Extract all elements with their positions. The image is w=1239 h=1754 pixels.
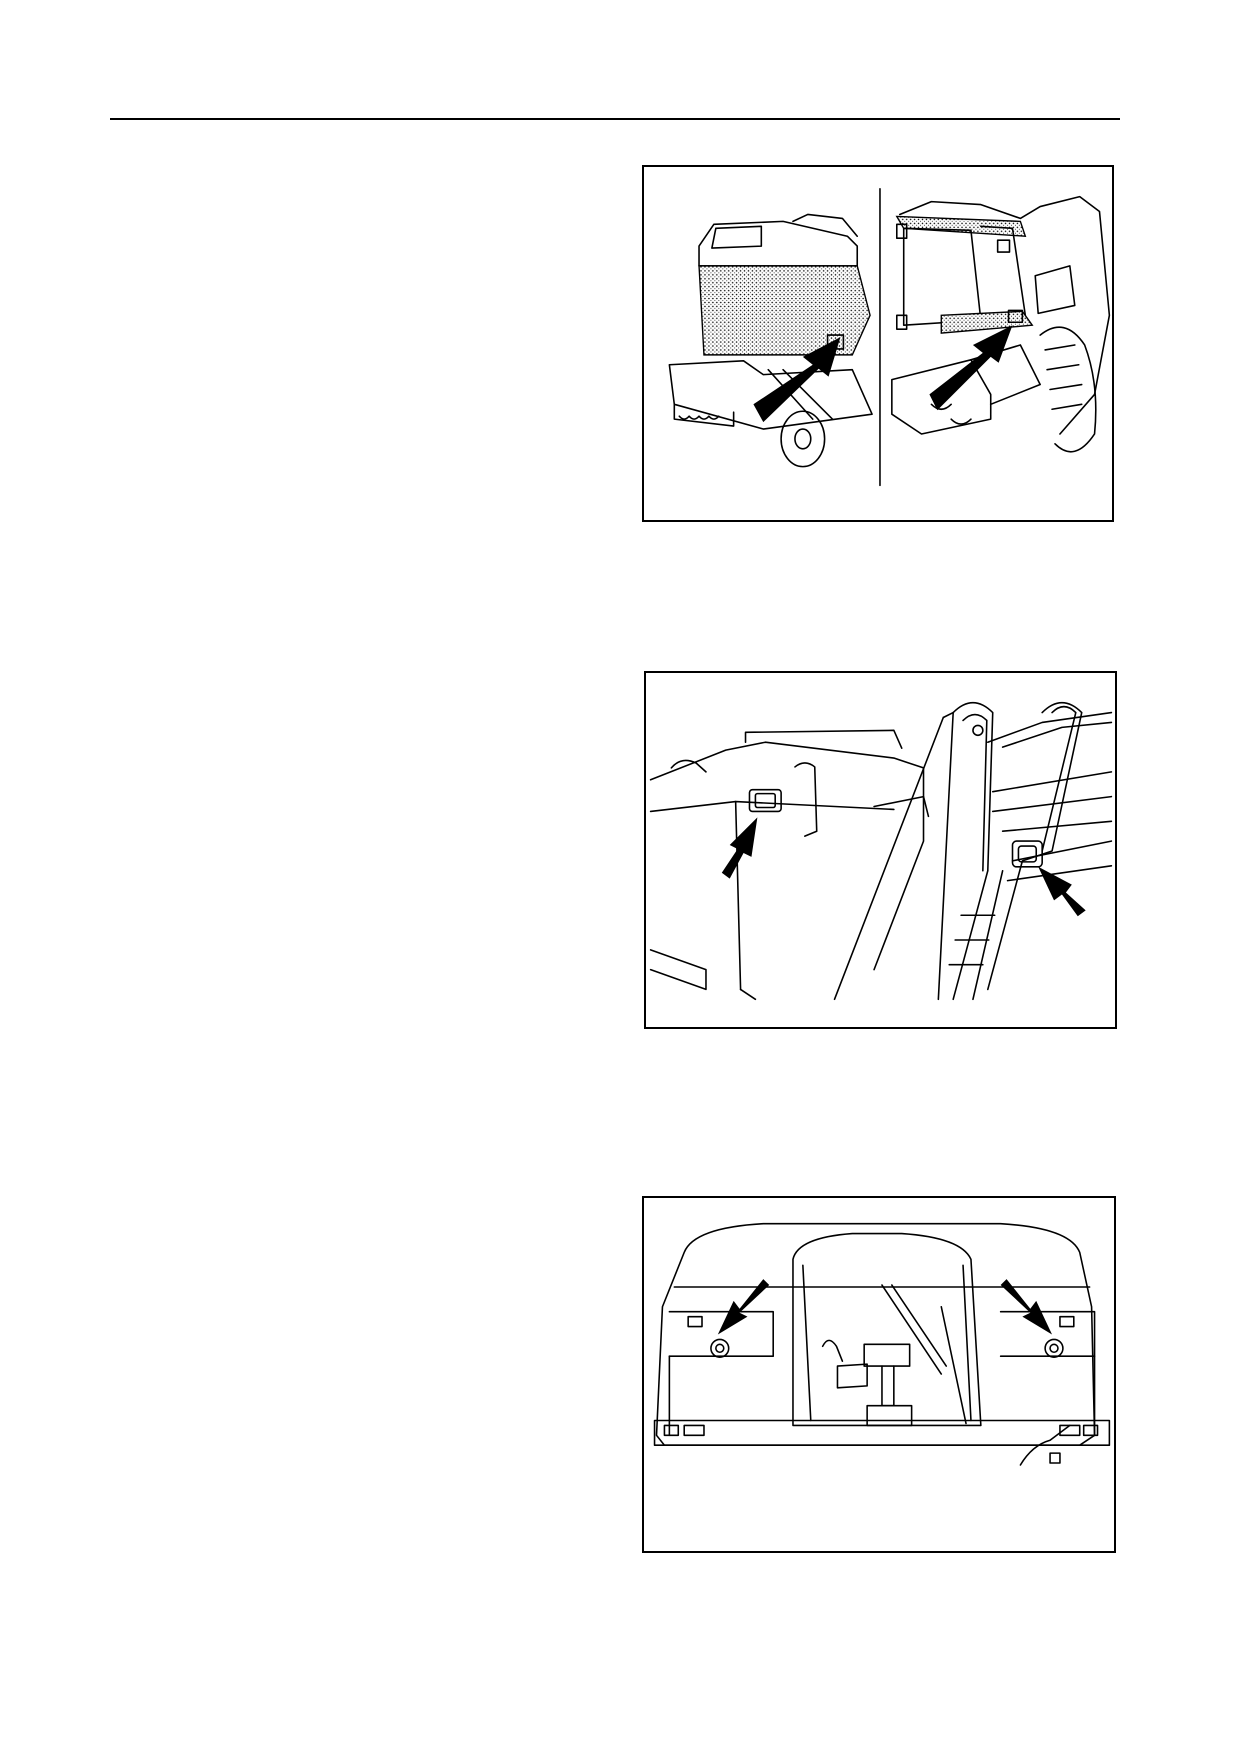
right-combine-view xyxy=(891,195,1111,453)
arrow-right-light xyxy=(1038,866,1086,917)
light-left xyxy=(710,1338,730,1358)
arrow-left-light xyxy=(717,1279,770,1335)
combine-harvester-rear-lights-illustration xyxy=(668,187,1111,487)
header-rule xyxy=(110,118,1120,120)
figure-rear-lights xyxy=(642,165,1114,522)
light-right xyxy=(1044,1338,1064,1358)
combine-cab-front-work-lights-illustration xyxy=(653,1222,1111,1466)
figure-cab-front-lights xyxy=(642,1196,1116,1553)
combine-harvester-side-lights-illustration xyxy=(649,701,1113,1001)
cab-outline xyxy=(653,1222,1111,1466)
arrow-right-light xyxy=(1000,1279,1053,1335)
arrow-right-light xyxy=(929,325,1013,411)
light-left xyxy=(748,788,782,813)
side-body-outline xyxy=(649,701,1113,1001)
left-combine-view xyxy=(668,213,873,468)
arrow-left-light xyxy=(753,337,841,423)
arrow-left-light xyxy=(721,817,758,879)
light-right xyxy=(1011,840,1043,868)
figure-side-lights xyxy=(644,671,1117,1029)
